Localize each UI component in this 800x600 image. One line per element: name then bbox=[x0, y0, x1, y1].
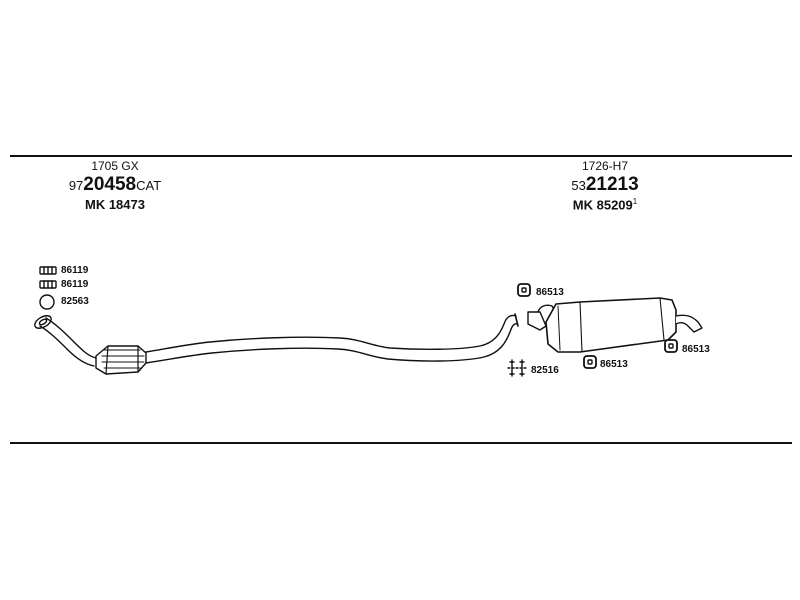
rear-mk-value: MK 85209 bbox=[572, 197, 633, 213]
callout-gasket: 82563 bbox=[61, 296, 89, 307]
rear-model-code: 1726-H7 bbox=[581, 159, 629, 173]
top-divider bbox=[10, 155, 792, 157]
front-flange bbox=[34, 315, 52, 329]
rear-muffler bbox=[527, 297, 703, 353]
callout-clamp-a: 86119 bbox=[61, 265, 89, 276]
front-part-main: 20458 bbox=[83, 174, 137, 195]
callout-rubber-hanger-mid: 86513 bbox=[600, 359, 628, 370]
clamp-icon-b bbox=[39, 280, 57, 289]
rear-section-header: 1726-H7 5321213 MK 852091 bbox=[540, 160, 670, 211]
clamp-icon-a bbox=[39, 266, 57, 275]
rear-mk-number: MK 852091 bbox=[540, 197, 670, 213]
bottom-divider bbox=[10, 442, 792, 444]
rubber-hanger-top-icon bbox=[517, 283, 531, 297]
front-pipe bbox=[39, 317, 97, 367]
middle-pipe-lower bbox=[145, 323, 518, 364]
catalytic-converter bbox=[95, 345, 147, 375]
callout-clamp-b: 86119 bbox=[61, 279, 89, 290]
front-mk-number: MK 18473 bbox=[85, 197, 145, 212]
front-model-code: 1705 GX bbox=[91, 159, 139, 173]
rear-part-number: 5321213 bbox=[540, 175, 670, 194]
front-section-header: 1705 GX 9720458CAT MK 18473 bbox=[50, 160, 180, 211]
middle-pipe bbox=[145, 314, 517, 353]
rubber-hanger-mid-icon bbox=[583, 355, 597, 369]
rear-part-prefix: 53 bbox=[571, 178, 586, 193]
gasket-ring-icon bbox=[39, 294, 55, 310]
callout-rubber-hanger-right: 86513 bbox=[682, 344, 710, 355]
bracket-icon bbox=[507, 359, 527, 377]
callout-bracket: 82516 bbox=[531, 365, 559, 376]
rear-part-main: 21213 bbox=[585, 174, 639, 195]
front-part-number: 9720458CAT bbox=[50, 175, 180, 194]
front-part-prefix: 97 bbox=[68, 178, 84, 193]
callout-rubber-hanger-top: 86513 bbox=[536, 287, 564, 298]
rear-mk-footnote: 1 bbox=[632, 197, 638, 206]
front-part-suffix: CAT bbox=[136, 178, 162, 193]
rubber-hanger-right-icon bbox=[664, 339, 678, 353]
